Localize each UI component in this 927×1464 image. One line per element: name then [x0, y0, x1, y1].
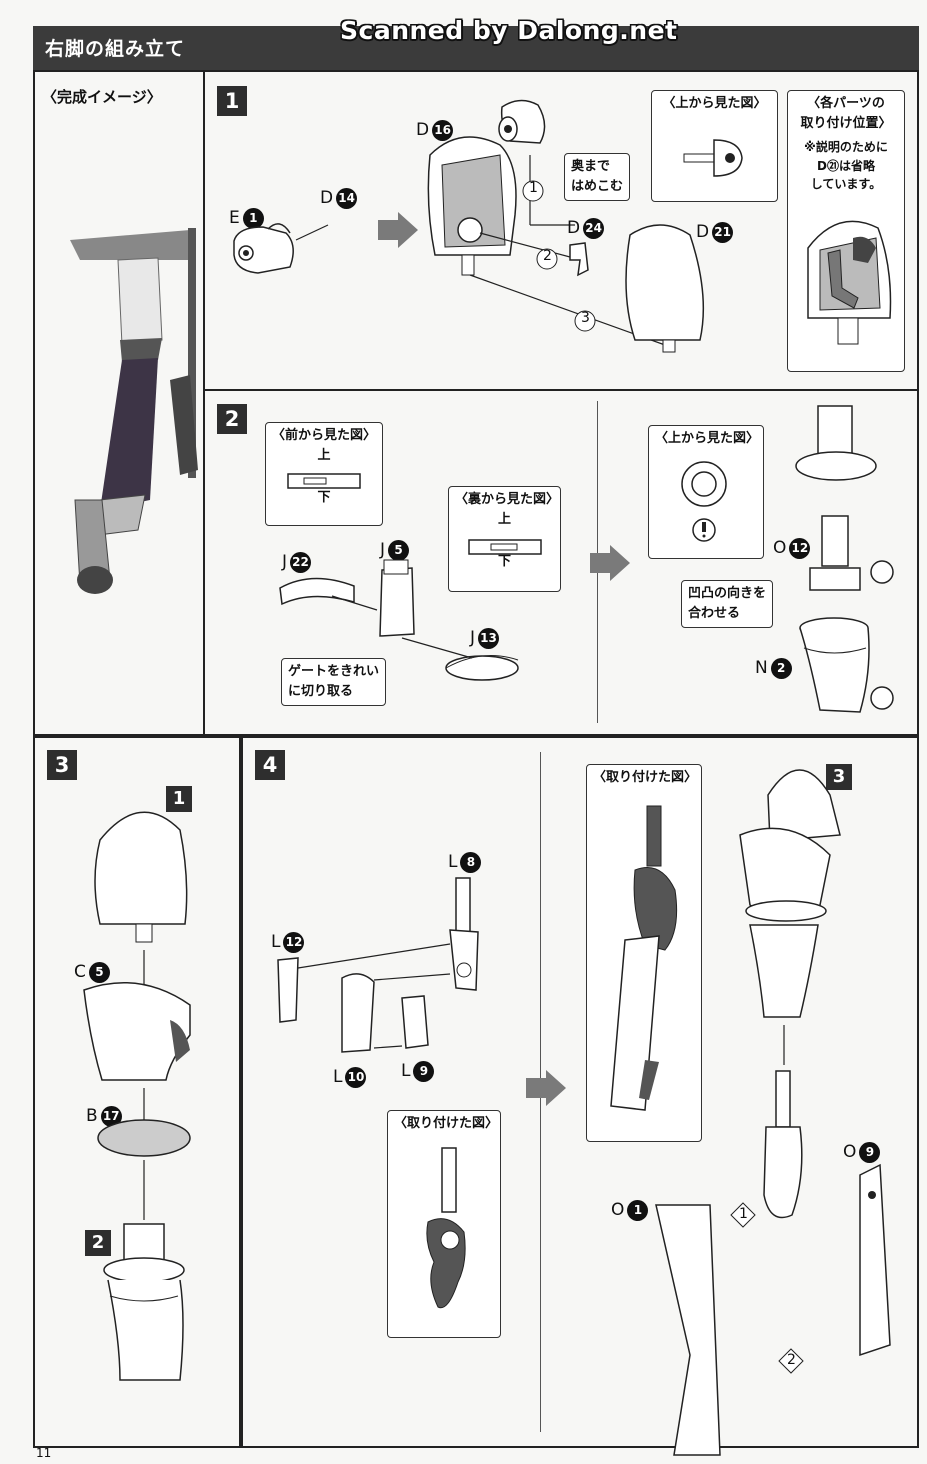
step2-topview-drawing	[681, 461, 727, 542]
step2-knee-parts-drawing	[279, 559, 519, 681]
step-1-number: 1	[217, 86, 247, 116]
step2-back-view-callout: 〈裏から見た図〉 上 下	[448, 486, 561, 592]
step4-attached-view2-drawing	[610, 805, 678, 1111]
section-title: 右脚の組み立て	[45, 38, 186, 60]
step4-panel-frame	[241, 736, 919, 1448]
step1-hip-assembly-drawing	[427, 99, 705, 353]
step1-positions-drawing	[807, 220, 892, 345]
step1-part-e1-d14-drawing	[233, 223, 329, 274]
completed-leg-image	[70, 228, 198, 594]
step1-order-2	[536, 248, 558, 270]
step2-topview-callout: 〈上から見た図〉	[648, 425, 764, 559]
step2-front-view-drawing	[287, 473, 361, 489]
step2-align-callout: 凹凸の向きを 合わせる	[681, 580, 774, 629]
step2-gate-callout: ゲートをきれい に切り取る	[281, 658, 387, 707]
step1-push-callout: 奥まで はめこむ	[564, 153, 631, 202]
step3-panel-frame	[33, 736, 241, 1448]
step1-step2-divider	[203, 389, 919, 391]
step1-progress-arrow	[378, 212, 418, 248]
step2-knee-assembly-drawing	[795, 405, 894, 713]
step1-positions-callout: 〈各パーツの 取り付け位置〉 ※説明のために D㉑は省略 しています。	[787, 90, 905, 372]
step1-order-1-text: 1	[529, 180, 538, 196]
step-3-number: 3	[47, 750, 77, 780]
step4-progress-arrow	[526, 1070, 566, 1106]
step4-knee-joint-drawing	[277, 877, 479, 1053]
step1-topview-drawing	[683, 139, 743, 177]
section-header: 右脚の組み立て	[33, 26, 919, 70]
completion-divider	[203, 70, 205, 736]
step3-sub-1: 1	[166, 786, 192, 812]
step4-ref-3: 3	[826, 764, 852, 790]
step4-final-assembly-drawing	[655, 769, 891, 1456]
step-2-number: 2	[217, 404, 247, 434]
upper-panel-frame	[33, 70, 919, 736]
step3-sub-2: 2	[85, 1230, 111, 1256]
step2-progress-arrow	[590, 545, 630, 581]
completion-label: 〈完成イメージ〉	[42, 88, 162, 106]
step2-front-view-callout: 〈前から見た図〉 上 下	[265, 422, 383, 526]
step1-order-3-text: 3	[581, 310, 590, 326]
step4-attached-view1-drawing	[426, 1147, 466, 1309]
step3-assembly-drawing	[83, 811, 191, 1381]
step2-back-view-drawing	[468, 539, 542, 555]
step4-order-2	[778, 1348, 804, 1374]
step1-order-2-text: 2	[543, 248, 552, 264]
scan-watermark: Scanned by Dalong.net	[340, 16, 678, 45]
step-4-number: 4	[255, 750, 285, 780]
step4-order-1	[730, 1202, 756, 1228]
step4-order-2-text: 2	[787, 1352, 796, 1368]
step1-order-3	[574, 310, 596, 332]
step1-order-1	[522, 180, 544, 202]
page-number: 11	[36, 1446, 52, 1460]
step4-order-1-text: 1	[739, 1206, 748, 1222]
